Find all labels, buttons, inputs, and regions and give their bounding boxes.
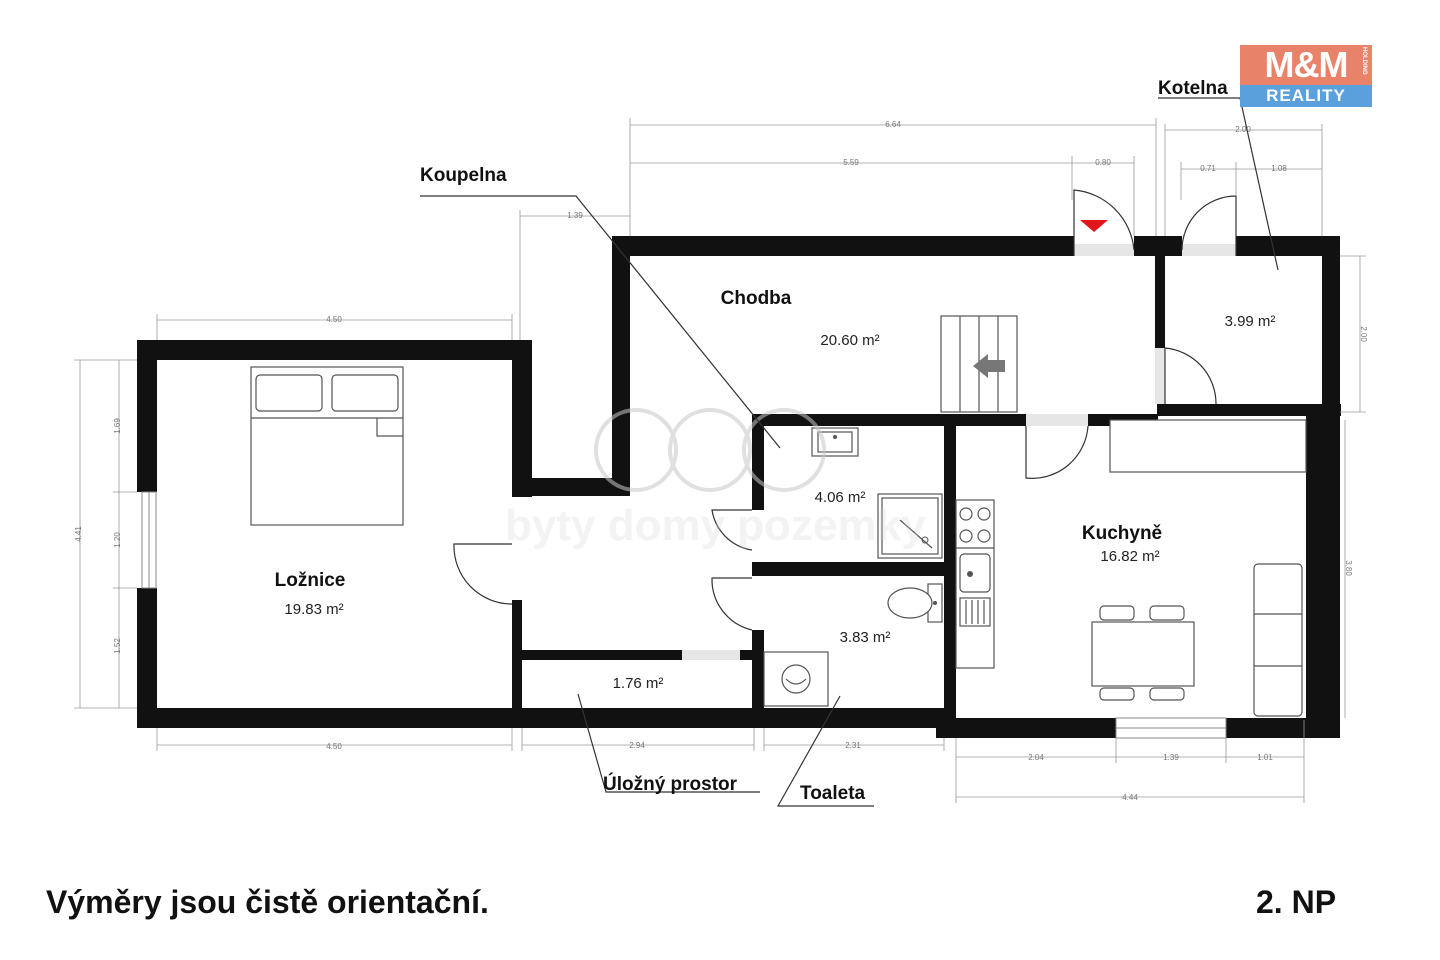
brand-logo: M&M REALITY HOLDING: [1240, 45, 1372, 107]
dim-left-b: 1.20: [113, 532, 122, 548]
dim-left-total: 4.41: [74, 526, 83, 542]
dimension-lines: [74, 118, 1366, 803]
room-area-kotelna: 3.99 m²: [1225, 313, 1276, 330]
dim-kitchen-c: 1.01: [1257, 753, 1273, 762]
room-name-kuchyne: Kuchyně: [1082, 523, 1162, 544]
bed-icon: [250, 366, 404, 526]
room-area-toaleta: 3.83 m²: [840, 629, 891, 646]
callout-koupelna: Koupelna: [420, 165, 507, 186]
washing-machine-icon: [763, 651, 829, 707]
dim-left-c: 1.52: [113, 638, 122, 654]
logo-brand: M&M: [1240, 45, 1372, 85]
dim-kitchen-a: 2.04: [1028, 753, 1044, 762]
room-area-kuchyne: 16.82 m²: [1100, 548, 1159, 565]
dim-kotelna-b: 1.08: [1271, 164, 1287, 173]
dim-kitchen-b: 1.39: [1163, 753, 1179, 762]
callout-labels: Kotelna Koupelna Úložný prostor Toaleta: [420, 78, 1228, 804]
watermark: byty domy pozemky: [505, 408, 926, 550]
dimension-labels: 6.64 5.59 0.80 2.00 0.71 1.08 1.39 4.50 …: [74, 120, 1368, 802]
disclaimer-text: Výměry jsou čistě orientační.: [46, 884, 489, 920]
room-area-loznice: 19.83 m²: [284, 601, 343, 618]
room-area-koupelna: 4.06 m²: [815, 489, 866, 506]
dim-loznice-top: 4.50: [326, 315, 342, 324]
toilet-icon: [887, 583, 943, 623]
logo-side: HOLDING: [1361, 47, 1367, 75]
dim-left-a: 1.69: [113, 418, 122, 434]
room-name-chodba: Chodba: [721, 288, 792, 309]
dim-kitchen-total: 4.44: [1122, 793, 1138, 802]
dining-table-icon: [1091, 605, 1195, 701]
callout-ulozny-prostor: Úložný prostor: [603, 773, 738, 795]
callout-kotelna: Kotelna: [1158, 78, 1228, 99]
dim-ulozny-w: 2.94: [629, 741, 645, 750]
room-name-loznice: Ložnice: [275, 570, 346, 591]
openings: [141, 244, 1236, 739]
logo-subbrand: REALITY: [1240, 85, 1372, 107]
dim-top-a: 5.59: [843, 158, 859, 167]
dim-toaleta-w: 2.31: [845, 741, 861, 750]
watermark-text: byty domy pozemky: [505, 501, 926, 550]
dim-kotelna-h: 2.00: [1359, 326, 1368, 342]
room-area-ulozny: 1.76 m²: [613, 675, 664, 692]
sofa-icon: [1253, 563, 1303, 717]
staircase-icon: [940, 315, 1018, 413]
dim-top-total: 6.64: [885, 120, 901, 129]
dim-kotelna-w: 2.00: [1235, 125, 1251, 134]
dim-loznice-bottom: 4.50: [326, 742, 342, 751]
walls: [137, 236, 1341, 738]
dim-top-b: 0.80: [1095, 158, 1111, 167]
dim-kitchen-h: 3.80: [1344, 560, 1353, 576]
dim-koupelna-offset: 1.39: [567, 211, 583, 220]
entry-marker-icon: [1080, 220, 1108, 232]
room-labels: Ložnice 19.83 m² Chodba 20.60 m² Kuchyně…: [275, 288, 1276, 692]
dim-kotelna-a: 0.71: [1200, 164, 1216, 173]
shower-icon: [877, 493, 943, 559]
room-area-chodba: 20.60 m²: [820, 332, 879, 349]
floor-label: 2. NP: [1256, 884, 1337, 920]
kitchen-counter: [955, 499, 995, 669]
doors: [453, 189, 1237, 631]
kitchen-unit-top: [1109, 419, 1307, 473]
callout-toaleta: Toaleta: [800, 783, 866, 804]
